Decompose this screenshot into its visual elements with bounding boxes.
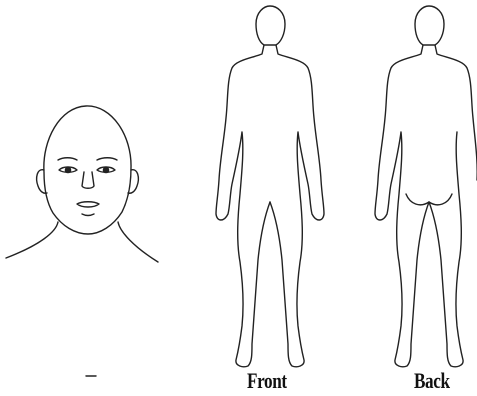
back-right-arm [429, 132, 463, 367]
label-front: Front [247, 368, 287, 394]
front-left-side [216, 45, 270, 367]
body-back-outline [375, 6, 477, 367]
right-brow [97, 158, 117, 160]
head-outline [6, 106, 158, 262]
front-right-side [270, 45, 324, 367]
back-head [415, 6, 444, 45]
nose [82, 172, 94, 188]
left-brow [58, 158, 77, 160]
right-pupil [103, 167, 108, 172]
neck-left [6, 222, 58, 258]
front-head [256, 6, 285, 45]
back-left-side [375, 45, 429, 367]
label-back: Back [414, 368, 450, 394]
mouth [77, 202, 99, 207]
left-pupil [65, 167, 70, 172]
body-front-outline [216, 6, 324, 367]
chin-line [82, 214, 94, 216]
neck-right [118, 222, 158, 262]
